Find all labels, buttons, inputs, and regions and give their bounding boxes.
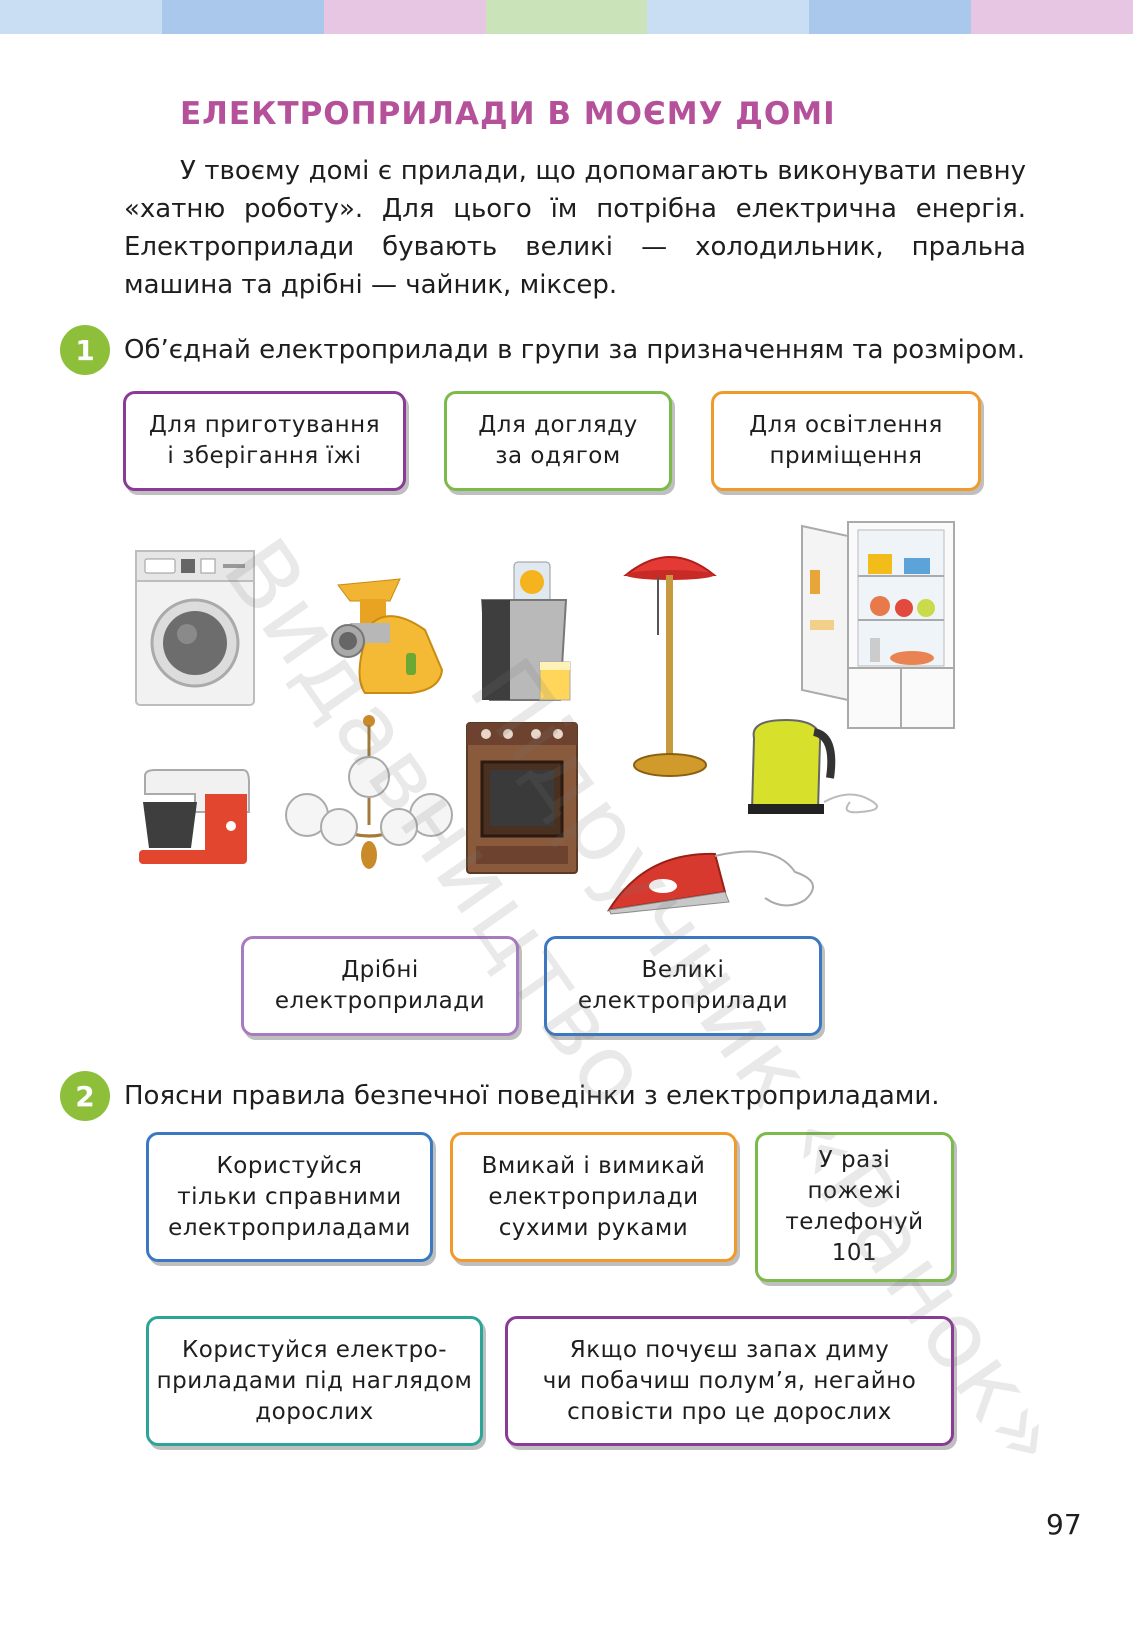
safety-rule-label: Користуйся електро- приладами під нагляд… xyxy=(156,1336,473,1425)
floor-lamp-image xyxy=(623,556,717,777)
chandelier-image xyxy=(285,715,453,869)
size-box-label: Великі електроприлади xyxy=(577,957,789,1014)
kettle-image xyxy=(748,718,879,814)
task-1-text: Об’єднай електроприлади в групи за призн… xyxy=(124,335,1026,365)
safety-rule-dry-hands: Вмикай і вимикай електроприлади сухими р… xyxy=(450,1132,737,1262)
color-segment xyxy=(809,0,972,34)
color-segment xyxy=(971,0,1133,34)
task-2-text: Поясни правила безпечної поведінки з еле… xyxy=(124,1081,940,1111)
size-box-large: Великі електроприлади xyxy=(544,936,822,1036)
safety-rule-label: Користуйся тільки справними електроприла… xyxy=(168,1152,411,1241)
purpose-box-label: Для догляду за одягом xyxy=(478,412,638,469)
stove-image xyxy=(466,722,578,874)
iron-image xyxy=(607,850,814,915)
safety-rule-working-devices: Користуйся тільки справними електроприла… xyxy=(146,1132,433,1262)
mixer-image xyxy=(139,769,250,864)
size-box-label: Дрібні електроприлади xyxy=(274,957,486,1014)
purpose-box-food: Для приготування і зберігання їжі xyxy=(123,391,406,491)
safety-rule-adult-supervision: Користуйся електро- приладами під нагляд… xyxy=(146,1316,483,1446)
safety-rule-fire-call: У разі пожежі телефонуй 101 xyxy=(755,1132,954,1282)
safety-rule-label: У разі пожежі телефонуй 101 xyxy=(785,1147,924,1266)
task-2: 2 Поясни правила безпечної поведінки з е… xyxy=(60,1071,940,1121)
purpose-box-label: Для приготування і зберігання їжі xyxy=(148,412,381,469)
task-1-number-badge: 1 xyxy=(60,325,110,375)
purpose-box-clothes: Для догляду за одягом xyxy=(444,391,672,491)
washing-machine-image xyxy=(135,550,255,706)
color-segment xyxy=(485,0,648,34)
task-1: 1 Об’єднай електроприлади в групи за при… xyxy=(60,325,1025,375)
purpose-box-lighting: Для освітлення приміщення xyxy=(711,391,981,491)
intro-text: У твоєму домі є прилади, що допомагають … xyxy=(124,156,1026,300)
safety-rule-smoke-flame: Якщо почуєш запах диму чи побачиш полум’… xyxy=(505,1316,954,1446)
page-number: 97 xyxy=(1046,1508,1082,1541)
meat-grinder-image xyxy=(331,578,444,694)
color-segment xyxy=(161,0,324,34)
safety-rule-label: Якщо почуєш запах диму чи побачиш полум’… xyxy=(542,1336,917,1425)
top-color-bar xyxy=(0,0,1133,34)
color-segment xyxy=(0,0,162,34)
safety-rule-label: Вмикай і вимикай електроприлади сухими р… xyxy=(481,1152,706,1241)
intro-paragraph: У твоєму домі є прилади, що допомагають … xyxy=(124,152,1026,304)
size-box-small: Дрібні електроприлади xyxy=(241,936,519,1036)
refrigerator-image xyxy=(801,521,955,729)
task-2-number-badge: 2 xyxy=(60,1071,110,1121)
color-segment xyxy=(647,0,810,34)
page-heading: ЕЛЕКТРОПРИЛАДИ В МОЄМУ ДОМІ xyxy=(180,96,836,132)
juicer-image xyxy=(480,561,571,701)
purpose-box-label: Для освітлення приміщення xyxy=(749,412,943,469)
color-segment xyxy=(323,0,486,34)
